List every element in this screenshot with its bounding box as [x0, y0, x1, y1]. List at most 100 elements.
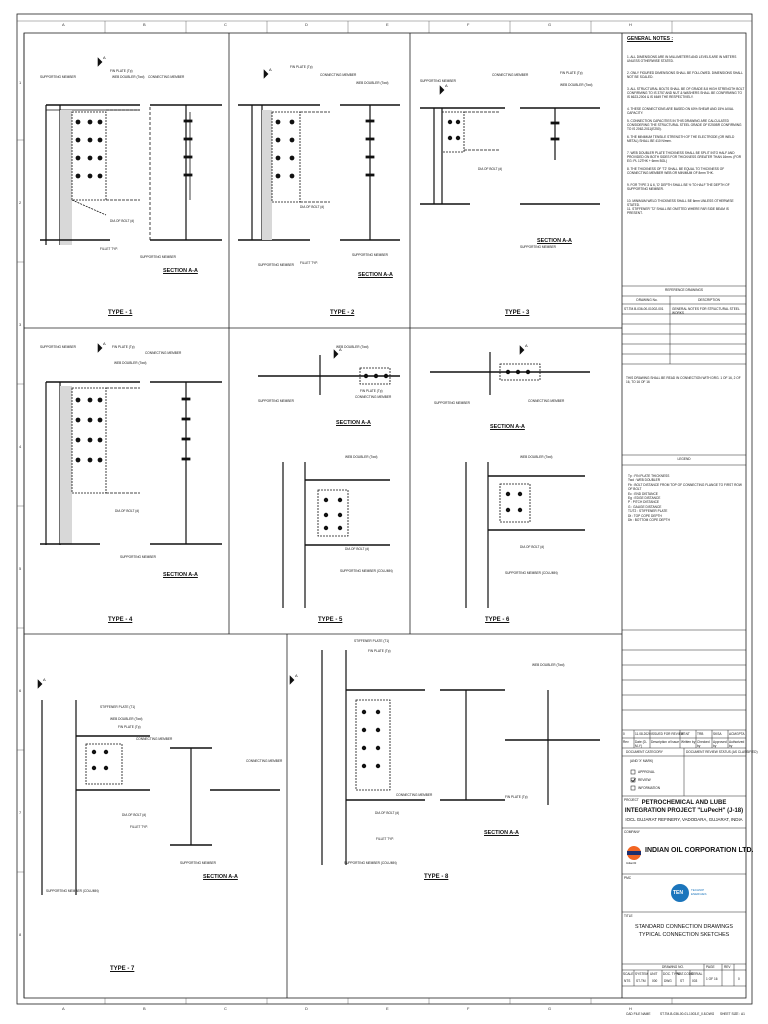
t3-dia-bolt-label: DIA OF BOLT (d) — [478, 167, 503, 171]
section-3-caption: SECTION A-A — [537, 238, 572, 244]
t3-sec-supporting-label: SUPPORTING MEMBER — [520, 245, 556, 249]
type5-sketch — [258, 355, 400, 608]
legend-item: Fb : BOLT DISTANCE FROM TOP OF CONNECTIN… — [628, 482, 742, 492]
t7-column-label: SUPPORTING MEMBER (COLUMN) — [46, 889, 99, 893]
section-6-caption: SECTION A-A — [490, 424, 525, 430]
t2-connecting-label: CONNECTING MEMBER — [320, 73, 357, 77]
doc-category-title: DOCUMENT CATEGORY — [626, 750, 663, 754]
type-5-caption: TYPE - 5 — [318, 617, 343, 623]
legend-item: Twd : WEB DOUBLER — [628, 478, 661, 483]
indianoil-logo — [627, 846, 641, 860]
rev-approved: SKSA — [713, 732, 722, 736]
type-7-caption: TYPE - 7 — [110, 966, 135, 972]
note-11: 11. STIFFENER 'T2' SHALL BE OMITTED WHER… — [627, 207, 729, 215]
tb-rev-value: 0 — [738, 977, 740, 981]
opt-information[interactable]: INFORMATION — [638, 786, 661, 790]
note-1: 1. ALL DIMENSIONS ARE IN MILLIMETERS AND… — [627, 55, 737, 63]
note-2: 2. ONLY FIGURED DIMENSIONS SHALL BE FOLL… — [627, 71, 743, 79]
t5-web-doubler2-label: WEB DOUBLER (Twd) — [345, 455, 378, 459]
project-line3: IOCL GUJARAT REFINERY, VADODARA, GUJARAT… — [625, 817, 743, 822]
opt-approval[interactable]: APPROVAL — [638, 770, 655, 774]
col-f: F — [467, 22, 470, 27]
rev-h-approved: Approved by — [713, 740, 727, 748]
t1-section-mark: A — [103, 55, 106, 60]
t4-web-doubler-label: WEB DOUBLER (Twd) — [114, 361, 147, 365]
t7-stiffener-label: STIFFENER PLATE (T1) — [100, 705, 136, 709]
tb-unit: UNIT — [650, 972, 658, 976]
t2-fillet-label: FILLET TYP. — [300, 261, 318, 265]
row-1: 1 — [19, 80, 22, 85]
legend-item: Db : BOTTOM COPE DEPTH — [628, 518, 670, 523]
t8-dia-bolt-label: DIA OF BOLT (d) — [375, 811, 400, 815]
t7-fillet-label: FILLET TYP. — [130, 825, 148, 829]
t2-section-mark: A — [269, 67, 272, 72]
t7-section-mark: A — [43, 677, 46, 682]
type2-sketch — [238, 104, 400, 241]
general-notes-title: GENERAL NOTES : — [627, 36, 674, 42]
rev-h-rev: Rev — [623, 740, 629, 744]
tb-scale-value: NTS — [624, 979, 631, 983]
rev-h-authorized: Authorized by — [729, 740, 745, 748]
tb-scale: SCALE — [623, 972, 634, 976]
type6-sketch — [430, 352, 590, 608]
t6-supporting-label: SUPPORTING MEMBER — [434, 401, 470, 405]
col-g-bottom: G — [548, 1006, 552, 1011]
t6-column-label: SUPPORTING MEMBER (COLUMN) — [505, 571, 558, 575]
doc-category-checkboxes — [630, 769, 636, 791]
t6-web-doubler-label: WEB DOUBLER (Twd) — [520, 455, 553, 459]
tb-serial-value: 003 — [692, 979, 698, 983]
type3-sketch — [420, 107, 600, 205]
row-7: 7 — [19, 810, 22, 815]
t8-section-mark: A — [295, 673, 298, 678]
rev-h-desc: Description of Issue — [651, 740, 679, 744]
row-8: 8 — [19, 932, 22, 937]
section-5-caption: SECTION A-A — [336, 420, 371, 426]
opt-review[interactable]: REVIEW — [638, 778, 651, 782]
legend-item: Tp : FIN PLATE THICKNESS — [628, 474, 670, 478]
project-label: PROJECT — [624, 798, 639, 802]
tb-unit-value: 000 — [652, 979, 658, 983]
t2-supporting-label: SUPPORTING MEMBER — [258, 263, 294, 267]
t3-section-mark: A — [445, 83, 448, 88]
t1-connecting-label: CONNECTING MEMBER — [148, 75, 185, 79]
col-h-bottom: H — [629, 1006, 632, 1011]
t8-column-label: SUPPORTING MEMBER (COLUMN) — [344, 861, 397, 865]
project-line1: PETROCHEMICAL AND LUBE — [641, 800, 727, 806]
t7-sec-connecting-label: CONNECTING MEMBER — [246, 759, 283, 763]
col-b-bottom: B — [143, 1006, 146, 1011]
type4-sketch — [40, 381, 222, 545]
t1-supporting-label: SUPPORTING MEMBER — [40, 75, 76, 79]
t1-sec-supporting-label: SUPPORTING MEMBER — [140, 255, 176, 259]
t3-connecting-label: CONNECTING MEMBER — [492, 73, 529, 77]
t2-web-doubler-label: WEB DOUBLER (Twd) — [356, 81, 389, 85]
tb-page-value: 1 OF 16 — [706, 977, 718, 981]
page-label: PAGE — [706, 965, 715, 969]
t2-dia-bolt-label: DIA OF BOLT (d) — [300, 205, 325, 209]
col-e: E — [386, 22, 389, 27]
cad-file-name: ST.TM-B-036-00-01-1003-E_0.8.DWG — [660, 1012, 715, 1016]
t3-fin-plate-label: FIN PLATE (Tp) — [560, 71, 583, 75]
t6-dia-bolt-label: DIA OF BOLT (d) — [520, 545, 545, 549]
t5-column-label: SUPPORTING MEMBER (COLUMN) — [340, 569, 393, 573]
t8-sec-fin-label: FIN PLATE (Tp) — [505, 795, 528, 799]
legend-list: Tp : FIN PLATE THICKNESS Twd : WEB DOUBL… — [628, 474, 746, 522]
t1-web-doubler-label: WEB DOUBLER (Twd) — [112, 75, 145, 79]
section-7-caption: SECTION A-A — [203, 874, 238, 880]
t7-connecting-label: CONNECTING MEMBER — [136, 737, 173, 741]
note-7: 7. WEB DOUBLER PLATE THICKNESS SHALL BE … — [627, 151, 742, 163]
tb-system-value: ST-TM — [636, 979, 646, 983]
t8-web-doubler-label: WEB DOUBLER (Twd) — [532, 663, 565, 667]
tb-matcode-value: ST — [680, 979, 685, 983]
t1-fin-plate-label: FIN PLATE (Tp) — [110, 69, 133, 73]
type7-sketch — [41, 700, 280, 895]
t3-web-doubler-label: WEB DOUBLER (Twd) — [560, 83, 593, 87]
t8-stiffener-label: STIFFENER PLATE (T1) — [354, 639, 390, 643]
tb-system: SYSTEM — [635, 972, 649, 976]
rev-value: 0 — [623, 732, 625, 736]
company-logo-text: IndianOil — [626, 862, 637, 865]
ref-col-drawing: DRAWING No. — [636, 298, 658, 302]
t3-supporting-label: SUPPORTING MEMBER — [420, 79, 456, 83]
pmc-label: PMC — [624, 876, 632, 880]
rev-h-checked: Checked by — [697, 740, 710, 748]
tb-matcode: MAT.CODE — [677, 972, 694, 976]
